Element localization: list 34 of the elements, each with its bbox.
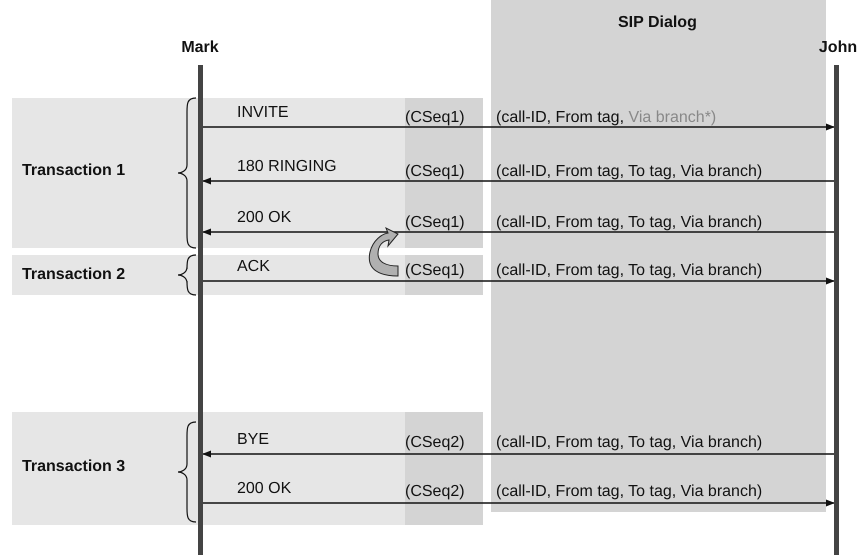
message-arrow	[203, 499, 835, 507]
header-fields: Via branch*	[628, 109, 711, 127]
message-arrow	[202, 228, 834, 236]
header-fields: (call-ID, From tag, To tag, Via branch)	[496, 163, 762, 181]
sequence-number: (CSeq2)	[405, 483, 466, 501]
sequence-number: (CSeq1)	[405, 262, 466, 280]
message-arrow	[203, 277, 835, 285]
sequence-number: (CSeq1)	[405, 109, 466, 127]
participant-name: John	[818, 39, 858, 57]
sequence-number: (CSeq1)	[405, 214, 466, 232]
message-label: 200 OK	[237, 480, 292, 498]
header-fields: (call-ID, From tag, To tag, Via branch)	[496, 262, 762, 280]
message-label: ACK	[237, 258, 270, 276]
sequence-number: (CSeq2)	[405, 434, 466, 452]
lifeline	[834, 65, 839, 555]
header-fields: (call-ID, From tag, To tag, Via branch)	[496, 214, 762, 232]
header-fields: )	[710, 109, 716, 127]
transaction-label: Transaction 1	[22, 162, 126, 180]
message-label: INVITE	[237, 104, 289, 122]
region-title: SIP Dialog	[618, 14, 697, 32]
message-arrow	[202, 450, 834, 458]
message-arrow	[203, 123, 835, 131]
message-label: 180 RINGING	[237, 158, 337, 176]
header-fields: (call-ID, From tag,	[496, 109, 624, 127]
header-fields: (call-ID, From tag, To tag, Via branch)	[496, 434, 762, 452]
message-arrow	[202, 177, 834, 185]
participant-name: Mark	[181, 39, 219, 57]
transaction-label: Transaction 3	[22, 458, 126, 476]
header-fields: (call-ID, From tag, To tag, Via branch)	[496, 483, 762, 501]
sequence-number: (CSeq1)	[405, 163, 466, 181]
transaction-label: Transaction 2	[22, 266, 126, 284]
message-label: 200 OK	[237, 209, 292, 227]
lifeline	[198, 65, 203, 555]
message-label: BYE	[237, 431, 270, 449]
